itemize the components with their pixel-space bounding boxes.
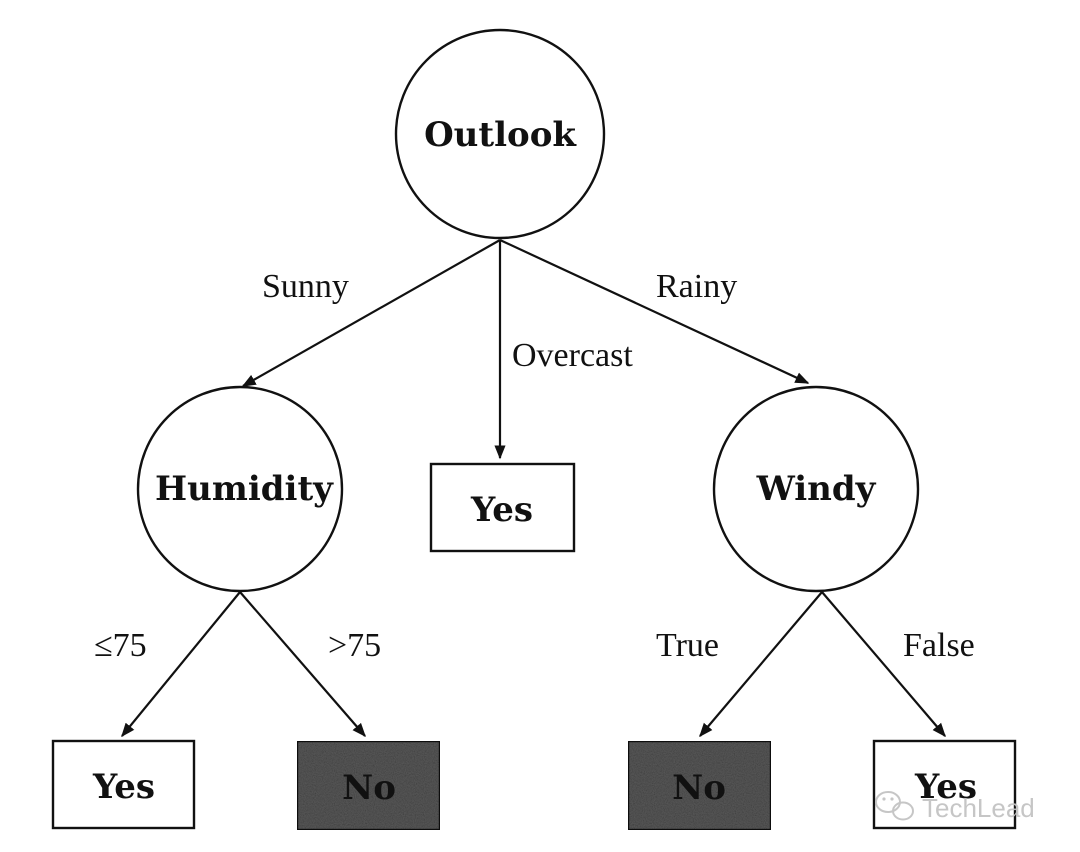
- leaf-humidity-high-no-label: No: [342, 768, 396, 808]
- node-outlook-label: Outlook: [424, 115, 577, 155]
- edge-le75: [121, 591, 241, 738]
- leaf-windy-true-no: No: [626, 739, 773, 832]
- leaf-windy-false-yes-label: Yes: [914, 767, 977, 807]
- leaf-humidity-low-yes-label: Yes: [92, 767, 155, 807]
- edge-gt75: [239, 591, 366, 738]
- edge-label-sunny: Sunny: [262, 268, 349, 305]
- edges: [121, 239, 946, 738]
- watermark: TechLead: [875, 791, 1035, 823]
- edge-labels: Sunny Overcast Rainy ≤75 >75 True False: [94, 268, 975, 664]
- node-outlook: Outlook: [394, 28, 606, 240]
- leaf-windy-false-yes: Yes: [872, 739, 1017, 830]
- edge-false: [821, 591, 946, 738]
- node-windy-label: Windy: [756, 469, 877, 509]
- edge-label-rainy: Rainy: [656, 268, 737, 305]
- edge-label-overcast: Overcast: [512, 337, 633, 374]
- node-windy: Windy: [712, 385, 920, 593]
- watermark-text: TechLead: [922, 793, 1035, 823]
- decision-nodes: Outlook Humidity Windy: [136, 28, 920, 593]
- leaf-humidity-high-no: No: [295, 739, 442, 832]
- edge-label-true: True: [656, 627, 719, 664]
- node-humidity: Humidity: [136, 385, 344, 593]
- edge-label-le75: ≤75: [94, 627, 147, 664]
- leaf-nodes: Yes Yes No No Yes: [51, 462, 1017, 832]
- edge-sunny: [241, 239, 501, 387]
- node-humidity-label: Humidity: [155, 469, 334, 509]
- leaf-humidity-low-yes: Yes: [51, 739, 196, 830]
- leaf-overcast-yes: Yes: [429, 462, 576, 553]
- edge-true: [699, 591, 823, 738]
- edge-rainy: [499, 239, 810, 384]
- wechat-icon: [875, 791, 914, 821]
- edge-label-false: False: [903, 627, 975, 664]
- leaf-overcast-yes-label: Yes: [470, 490, 533, 530]
- edge-label-gt75: >75: [328, 627, 381, 664]
- leaf-windy-true-no-label: No: [672, 768, 726, 808]
